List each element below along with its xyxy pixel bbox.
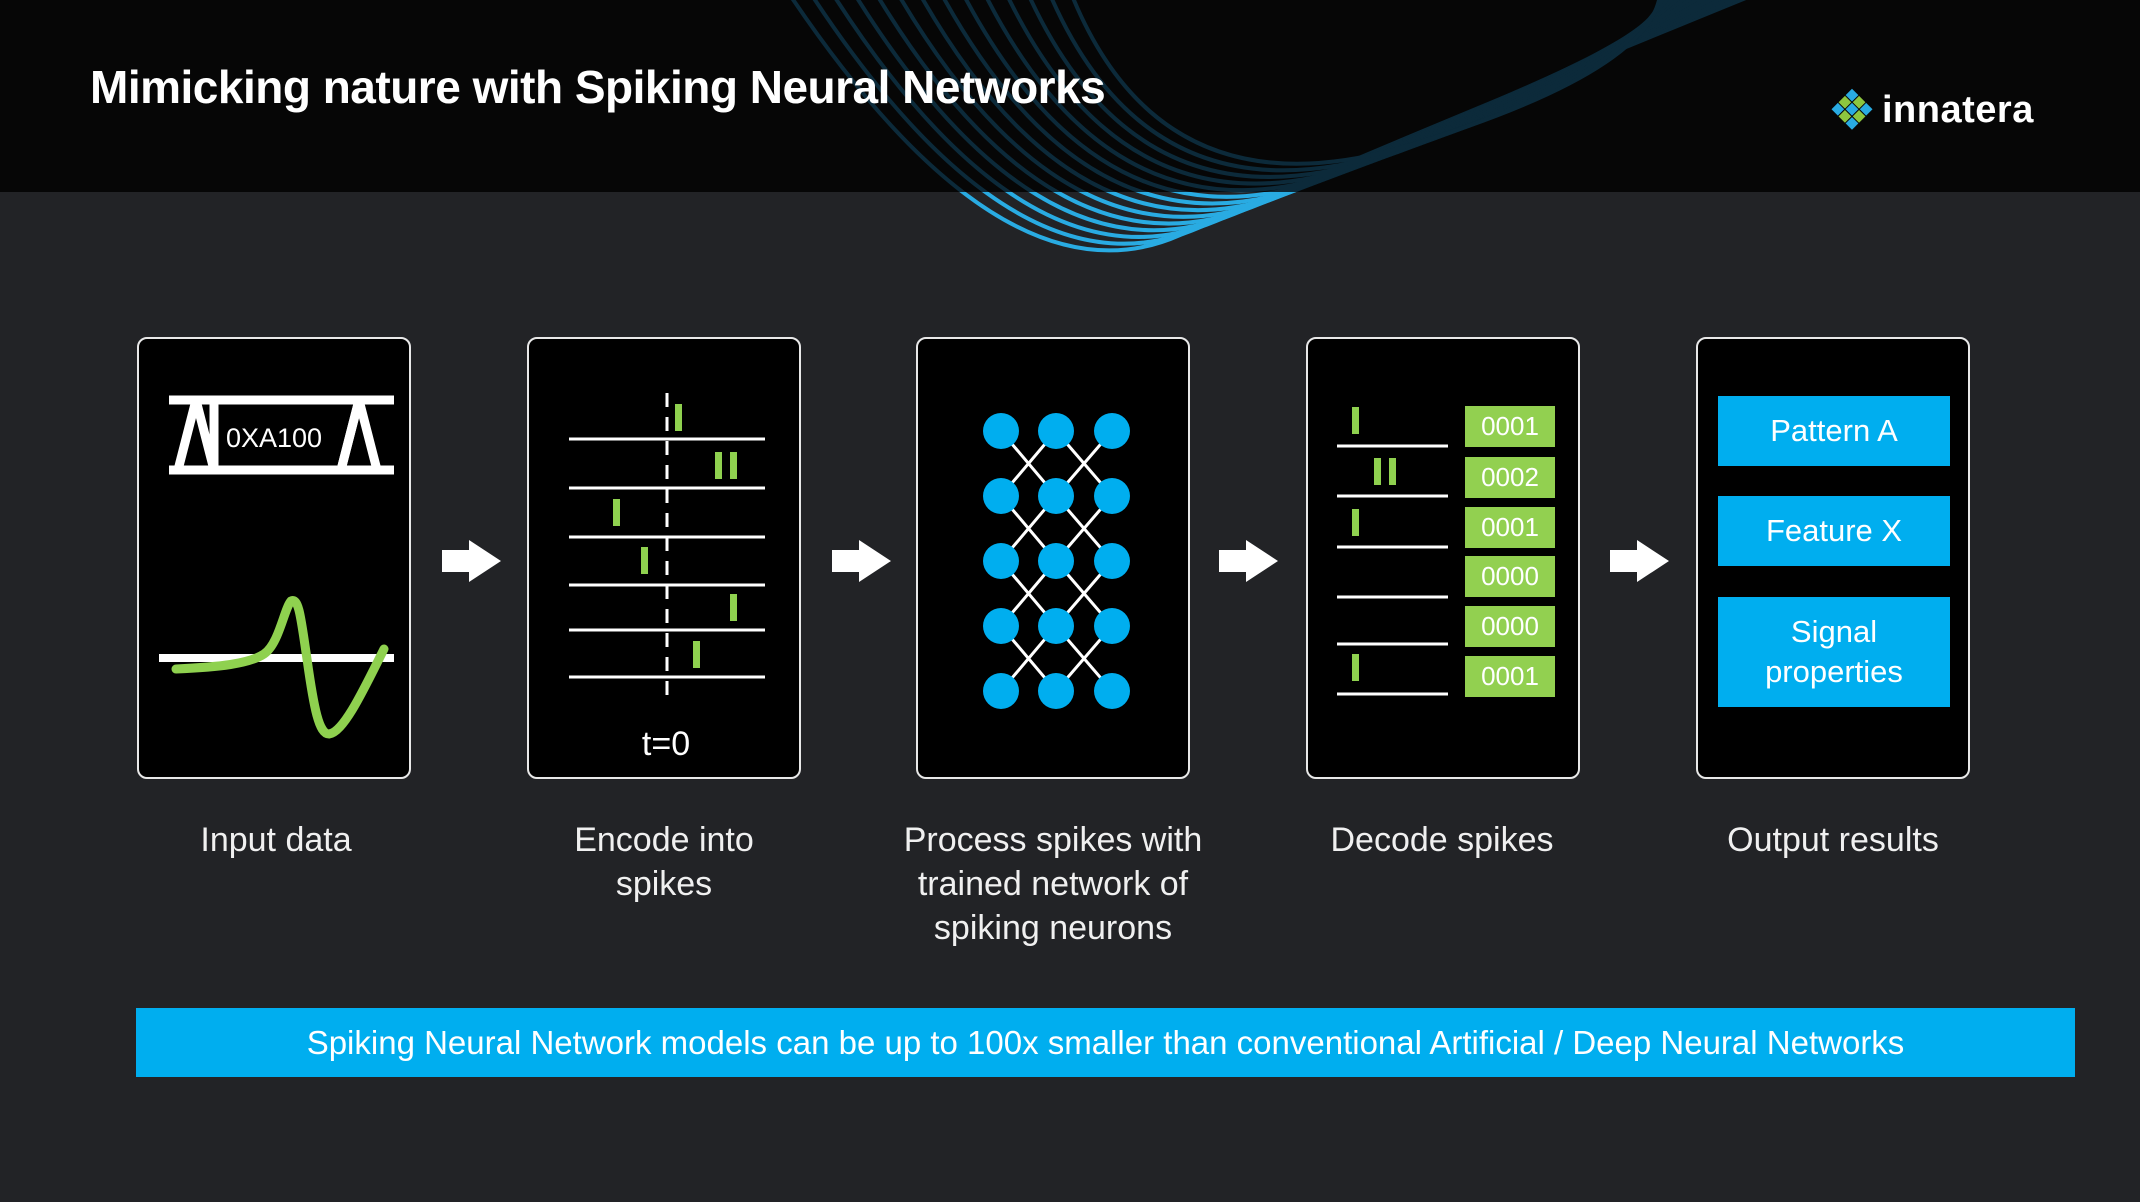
summary-banner: Spiking Neural Network models can be up … <box>136 1008 2075 1077</box>
neuron-node <box>1038 543 1074 579</box>
caption-decode: Decode spikes <box>1330 821 1554 859</box>
wave-line <box>1171 192 1287 199</box>
card-decode-spikes: 0001 0002 0001 0000 0000 0001 <box>1306 337 1580 779</box>
spike-mark <box>1352 407 1359 434</box>
logo: innatera <box>1830 88 2034 132</box>
neuron-node <box>1038 413 1074 449</box>
wave-line <box>1028 192 1293 233</box>
caption-output: Output results <box>1727 821 1939 859</box>
neuron-node <box>983 673 1019 709</box>
neuron-node <box>1038 673 1074 709</box>
decode-illustration <box>1337 407 1448 696</box>
neural-network-illustration <box>983 413 1130 709</box>
wave-line <box>1028 0 1669 179</box>
count-box: 0000 <box>1465 556 1555 597</box>
neuron-node <box>983 608 1019 644</box>
spike-mark <box>730 452 737 479</box>
arrow-right-icon <box>442 540 501 582</box>
neuron-node <box>983 413 1019 449</box>
spike-mark <box>1352 654 1359 681</box>
logo-text: innatera <box>1882 88 2034 131</box>
page-title: Mimicking nature with Spiking Neural Net… <box>90 61 1106 113</box>
spike-mark <box>1374 458 1381 485</box>
neuron-node <box>1094 608 1130 644</box>
output-pattern-a: Pattern A <box>1718 396 1950 466</box>
spike-mark <box>1352 509 1359 536</box>
caption-encode: Encode into spikes <box>574 821 754 903</box>
output-signal-properties: Signal properties <box>1718 597 1950 707</box>
spike-mark <box>1389 458 1396 485</box>
neuron-node <box>1094 478 1130 514</box>
hex-bus-shape <box>169 395 394 475</box>
wave-line <box>982 192 1288 246</box>
arrow-right-icon <box>1219 540 1278 582</box>
spike-mark <box>641 547 648 574</box>
wave-line <box>1050 0 1665 173</box>
logo-diamond-icon <box>1831 88 1873 130</box>
neuron-node <box>1094 413 1130 449</box>
spike-mark <box>715 452 722 479</box>
header-band: Mimicking nature with Spiking Neural Net… <box>0 0 2140 192</box>
card-encode-spikes: t=0 <box>527 337 801 779</box>
wave-line <box>959 192 1284 253</box>
neuron-node <box>983 543 1019 579</box>
output-feature-x: Feature X <box>1718 496 1950 566</box>
waveform-curve <box>171 596 389 739</box>
spike-raster-illustration <box>569 393 765 704</box>
count-box: 0000 <box>1465 606 1555 647</box>
neuron-node <box>1038 478 1074 514</box>
time-zero-label: t=0 <box>641 725 691 763</box>
neuron-node <box>1094 673 1130 709</box>
spike-mark <box>613 499 620 526</box>
decorative-waves-lower <box>959 192 1297 253</box>
hex-value-label: 0XA100 <box>225 423 323 453</box>
neuron-node <box>983 478 1019 514</box>
spike-mark <box>730 594 737 621</box>
neuron-node <box>1094 543 1130 579</box>
count-box: 0001 <box>1465 507 1555 548</box>
spike-mark <box>675 404 682 431</box>
card-process-network <box>916 337 1190 779</box>
caption-input-data: Input data <box>200 821 352 859</box>
input-data-illustration <box>159 395 394 739</box>
count-box: 0002 <box>1465 457 1555 498</box>
count-box: 0001 <box>1465 406 1555 447</box>
wave-line <box>1071 0 1661 166</box>
arrow-right-icon <box>832 540 891 582</box>
count-box: 0001 <box>1465 656 1555 697</box>
spike-mark <box>693 641 700 668</box>
card-output-results: Pattern A Feature X Signal properties <box>1696 337 1970 779</box>
wave-line <box>1005 192 1291 239</box>
card-input-data: 0XA100 <box>137 337 411 779</box>
arrow-right-icon <box>1610 540 1669 582</box>
caption-process: Process spikes with trained network of s… <box>903 821 1203 947</box>
neuron-node <box>1038 608 1074 644</box>
